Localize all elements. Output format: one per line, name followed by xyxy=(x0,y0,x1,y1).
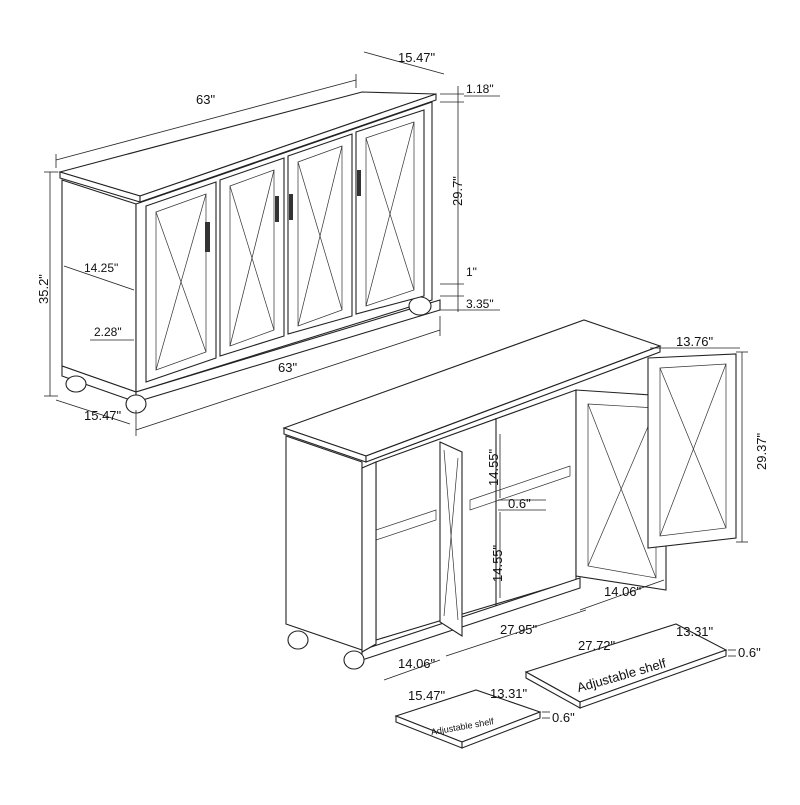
open-door-right-b xyxy=(647,353,737,549)
dim-inner-width: 27.95" xyxy=(500,622,538,637)
dim-base-depth: 15.47" xyxy=(84,408,122,423)
handle-icon xyxy=(275,196,279,222)
dim-left-door-depth: 14.06" xyxy=(398,656,436,671)
closed-cabinet: 63" 15.47" 1.18" 29.7" 1" 3.35" 35.2" 14… xyxy=(36,50,500,436)
dim-top-depth: 15.47" xyxy=(398,50,436,65)
dim-open-door-width: 13.76" xyxy=(676,334,714,349)
closed-leg-left-front xyxy=(65,375,87,393)
open-leg-corner xyxy=(343,650,365,670)
large-adjustable-shelf: Adjustable shelf 27.72" 13.31" 0.6" xyxy=(524,623,761,709)
dim-mid-shelf-thickness: 0.6" xyxy=(508,496,531,511)
dim-side-inner-depth: 14.25" xyxy=(84,261,118,275)
dim-small-shelf-thickness: 0.6" xyxy=(552,710,575,725)
closed-leg-right xyxy=(408,296,432,316)
small-adjustable-shelf: Adjustable shelf 15.47" 13.31" 0.6" xyxy=(394,686,575,749)
dim-large-shelf-length: 27.72" xyxy=(578,638,616,653)
small-shelf-edge-front xyxy=(461,711,541,749)
closed-top-edge-front xyxy=(139,93,437,203)
open-cabinet: 13.76" 29.37" 14.55" 0.6" 14.55" 14.06" … xyxy=(282,319,769,681)
dim-side-offset: 2.28" xyxy=(94,325,122,339)
dim-lower-compartment: 14.55" xyxy=(490,544,505,582)
dim-top-length: 63" xyxy=(196,92,215,107)
open-side-panel xyxy=(285,435,363,651)
handle-icon xyxy=(357,170,361,196)
open-top-edge-front xyxy=(365,345,661,463)
closed-door-3 xyxy=(287,133,353,335)
large-shelf-edge-front xyxy=(579,649,727,709)
dim-open-door-height: 29.37" xyxy=(754,432,769,470)
dim-bottom-rail: 1" xyxy=(466,265,477,279)
dim-right-door-depth: 14.06" xyxy=(604,584,642,599)
open-leg-left xyxy=(287,630,309,650)
dim-top-thickness: 1.18" xyxy=(466,82,494,96)
dim-large-shelf-depth: 13.31" xyxy=(676,624,714,639)
dim-leg-height: 3.35" xyxy=(466,297,494,311)
closed-side-panel xyxy=(61,179,137,393)
handle-icon xyxy=(289,194,293,220)
dim-upper-compartment: 14.55" xyxy=(486,448,501,486)
dim-small-shelf-length: 15.47" xyxy=(408,688,446,703)
dim-overall-height: 35.2" xyxy=(36,274,51,304)
handle-icon xyxy=(205,222,210,252)
dim-small-shelf-depth: 13.31" xyxy=(490,686,528,701)
dim-large-shelf-thickness: 0.6" xyxy=(738,645,761,660)
open-door-left-edge xyxy=(361,461,377,653)
dim-door-height: 29.7" xyxy=(450,176,465,206)
dim-base-length: 63" xyxy=(278,360,297,375)
